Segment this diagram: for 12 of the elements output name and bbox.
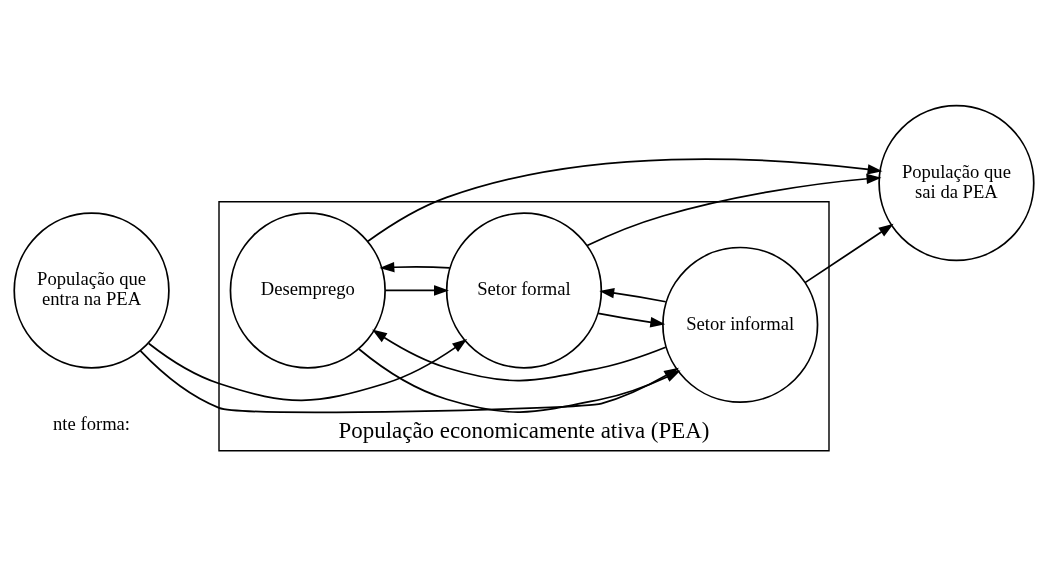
arrow (379, 262, 451, 273)
node-circle: População que entra na PEA (13, 212, 170, 369)
arrow (586, 173, 882, 247)
arrow (597, 312, 666, 328)
arrow (372, 329, 667, 382)
arrow (384, 285, 449, 296)
arrow (367, 158, 883, 243)
node-circle: Setor formal (445, 212, 603, 369)
label: nte forma: (53, 412, 131, 434)
arrow (599, 287, 667, 303)
arrow (147, 339, 468, 402)
arrow (804, 223, 894, 284)
